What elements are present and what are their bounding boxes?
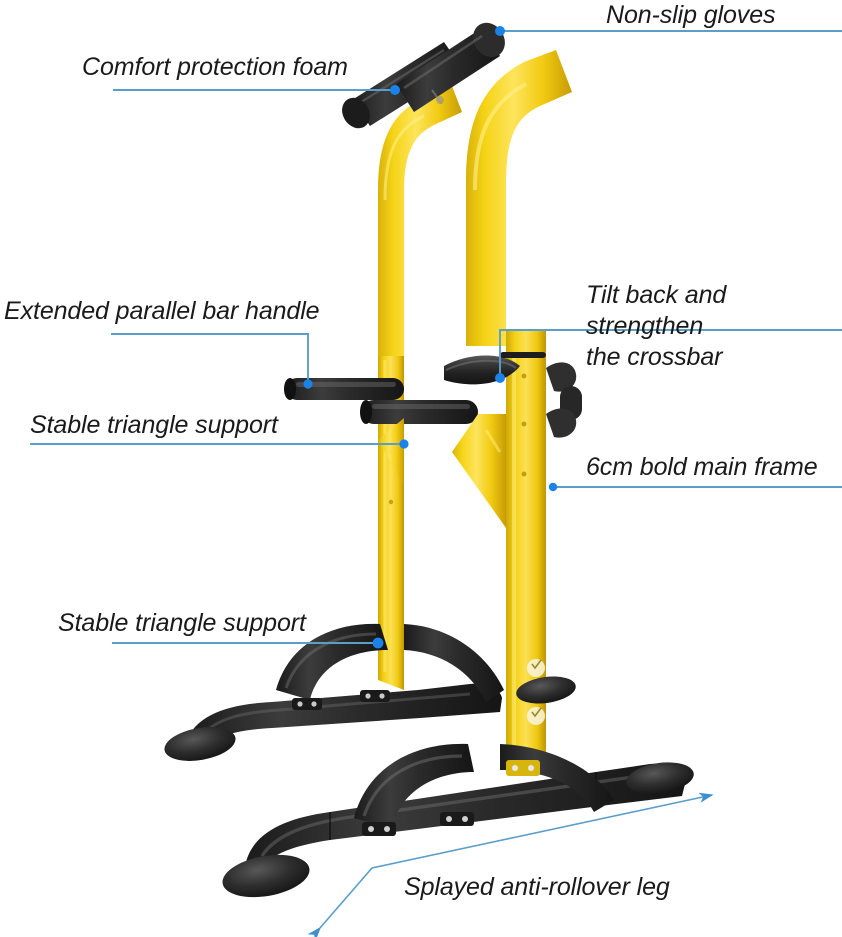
front-upright-assembly — [466, 50, 572, 770]
callout-tilt-back-crossbar: Tilt back and strengthen the crossbar — [586, 281, 727, 371]
adjustment-knobs — [546, 362, 582, 438]
callout-comfort-protection-foam: Comfort protection foam — [82, 53, 348, 81]
top-foam-grip-bars — [342, 22, 505, 129]
callout-6cm-bold-main-frame: 6cm bold main frame — [586, 453, 818, 481]
callout-stable-triangle-support-upper: Stable triangle support — [30, 411, 278, 439]
rear-base-assembly — [164, 623, 576, 761]
parallel-dip-handles — [284, 378, 478, 424]
callout-extended-parallel-bar-handle: Extended parallel bar handle — [4, 297, 320, 325]
callout-non-slip-gloves: Non-slip gloves — [606, 1, 776, 29]
callout-splayed-anti-rollover-leg: Splayed anti-rollover leg — [404, 873, 670, 901]
triangle-gussets — [378, 414, 506, 528]
callout-stable-triangle-support-lower: Stable triangle support — [58, 609, 306, 637]
